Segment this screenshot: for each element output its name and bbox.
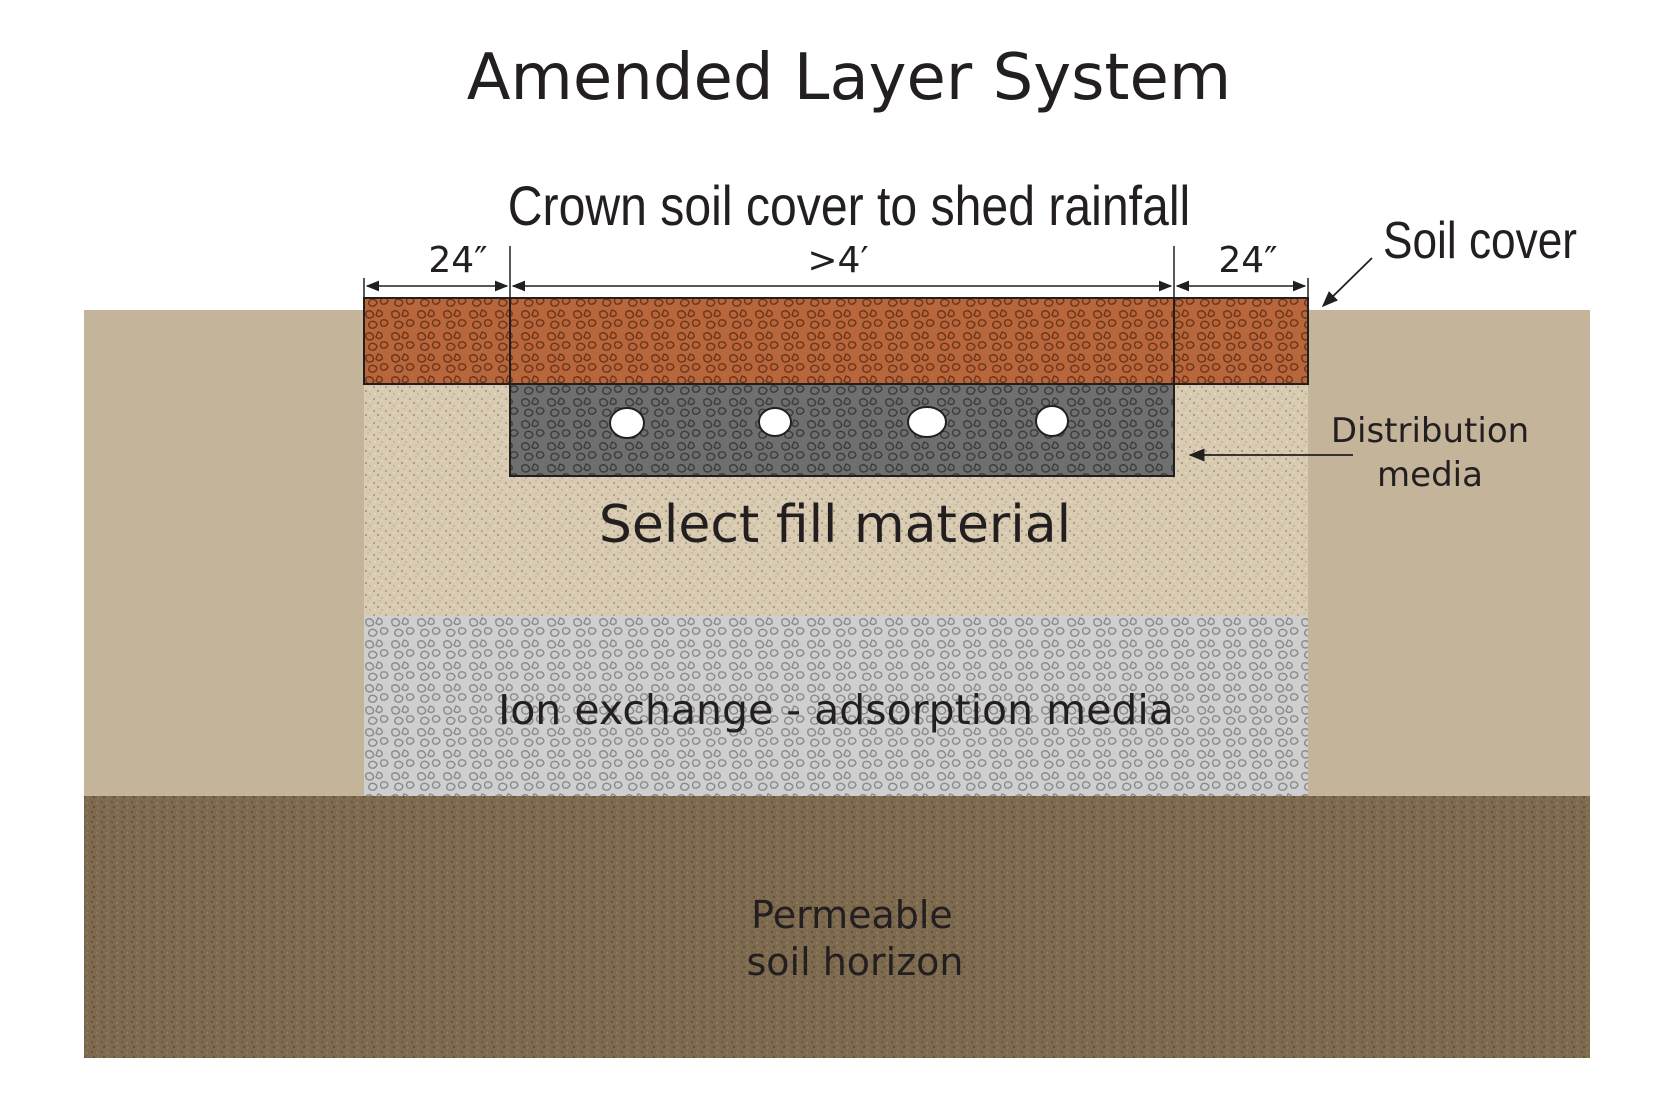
soil-cover-leader bbox=[1321, 257, 1373, 308]
soil-cover-left bbox=[363, 297, 511, 385]
diagram-title: Amended Layer System bbox=[467, 41, 1231, 115]
dimension-label-left: 24″ bbox=[428, 240, 487, 281]
distribution-media-label-line2: media bbox=[1377, 455, 1483, 495]
distribution-pipe bbox=[1035, 405, 1069, 437]
distribution-pipe bbox=[907, 406, 947, 438]
dimension-label-right: 24″ bbox=[1218, 240, 1277, 281]
permeable-soil-label-line2: soil horizon bbox=[746, 940, 963, 984]
distribution-pipe bbox=[609, 407, 645, 439]
distribution-media-bed bbox=[509, 383, 1175, 477]
permeable-soil-layer bbox=[84, 796, 1590, 1058]
soil-cover-label: Soil cover bbox=[1383, 212, 1577, 270]
ion-exchange-layer bbox=[364, 616, 1308, 796]
crown-note: Crown soil cover to shed rainfall bbox=[508, 176, 1190, 238]
soil-cover-center bbox=[509, 297, 1175, 385]
soil-cover-right bbox=[1173, 297, 1309, 385]
distribution-media-label-line1: Distribution bbox=[1331, 411, 1529, 451]
ion-exchange-label: Ion exchange - adsorption media bbox=[498, 686, 1174, 734]
permeable-soil-label-line1: Permeable bbox=[751, 893, 953, 937]
select-fill-label: Select fill material bbox=[599, 495, 1071, 555]
distribution-pipe bbox=[758, 407, 792, 437]
dimension-label-center: >4′ bbox=[807, 240, 868, 281]
